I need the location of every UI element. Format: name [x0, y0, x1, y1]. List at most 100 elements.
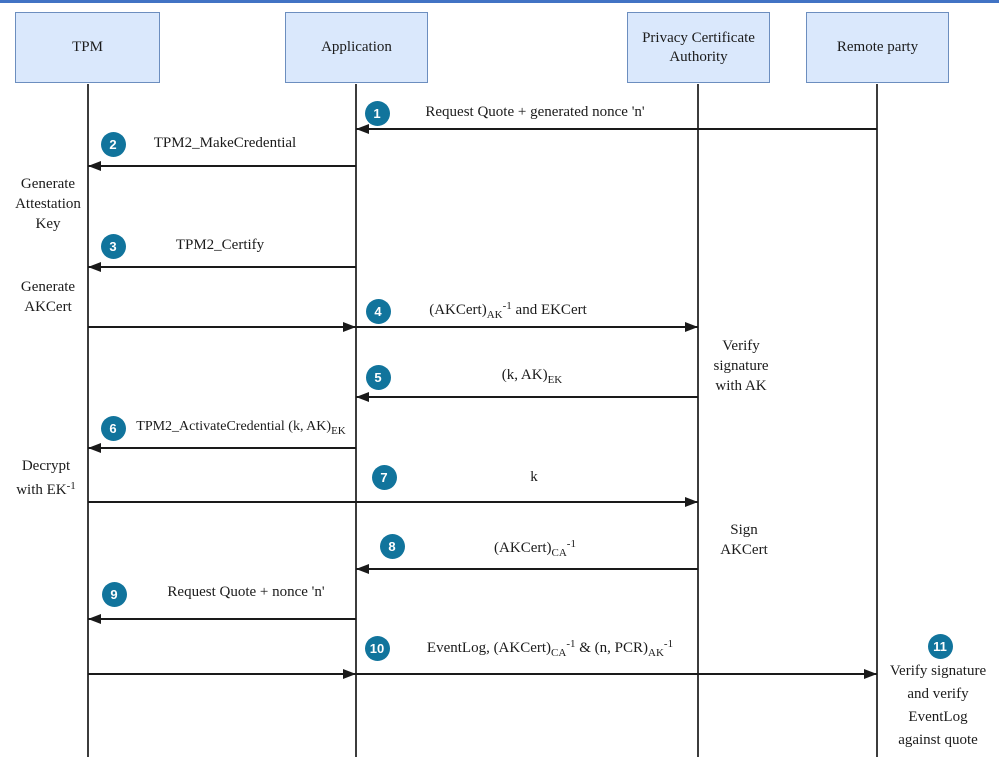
message-8-arrowhead-icon	[356, 564, 369, 574]
subscript: CA	[551, 547, 567, 559]
message-4-line	[356, 326, 698, 328]
message-segment-tpm-to-application-y674-arrowhead-icon	[343, 669, 356, 679]
text-run: with AK	[715, 378, 767, 394]
subscript: AK	[486, 309, 503, 321]
lifeline-remote	[876, 84, 878, 757]
text-run: AKCert	[720, 542, 768, 558]
message-8-line	[356, 568, 698, 570]
lifeline-application	[355, 84, 357, 757]
note-line: Verify signature	[890, 660, 986, 683]
text-run: (k, AK)	[501, 367, 548, 383]
text-run: Key	[35, 216, 61, 232]
step-badge-10: 10	[364, 635, 390, 661]
step-badge-6: 6	[100, 415, 126, 441]
subscript: AK	[648, 647, 664, 659]
text-run: Decrypt	[21, 458, 71, 474]
step-badge-3: 3	[100, 233, 126, 259]
text-run: Generate	[20, 176, 76, 192]
subscript: CA	[551, 647, 567, 659]
message-2-label: TPM2_MakeCredential	[154, 133, 296, 154]
message-7-label: k	[530, 467, 538, 488]
text-run: against quote	[898, 732, 978, 748]
text-run: TPM2_Certify	[175, 237, 265, 253]
step-badge-4: 4	[365, 298, 391, 324]
actor-label-remote: Remote party	[836, 39, 919, 56]
message-1-arrowhead-icon	[356, 124, 369, 134]
text-run: EventLog	[908, 709, 968, 725]
text-run: with EK	[16, 482, 67, 498]
text-run: Sign	[730, 522, 758, 538]
superscript: -1	[502, 300, 512, 312]
step-badge-11: 11	[927, 633, 953, 659]
step-badge-8: 8	[379, 533, 405, 559]
note-line: and verify	[890, 683, 986, 706]
message-segment-tpm-to-application-y674-line	[88, 673, 356, 675]
lifeline-tpm	[87, 84, 89, 757]
note-line: with EK-1	[16, 476, 76, 500]
message-4-label: (AKCert)AK-1 and EKCert	[429, 296, 587, 326]
subscript: EK	[331, 425, 346, 437]
step-badge-7: 7	[371, 464, 397, 490]
note-line: Generate	[21, 277, 75, 297]
message-10-line	[356, 673, 877, 675]
message-6-label: TPM2_ActivateCredential (k, AK)EK	[136, 416, 345, 442]
note-line: EventLog	[890, 706, 986, 729]
message-10-arrowhead-icon	[864, 669, 877, 679]
text-run: & (n, PCR)	[575, 640, 649, 656]
text-run: Attestation	[15, 196, 81, 212]
text-run: (AKCert)	[429, 302, 487, 318]
note-line: with AK	[714, 376, 769, 396]
message-3-line	[88, 266, 356, 268]
actor-application: Application	[285, 12, 428, 83]
superscript: -1	[566, 638, 576, 650]
message-7-arrowhead-icon	[685, 497, 698, 507]
text-run: TPM2_MakeCredential	[153, 135, 297, 151]
actor-label-pca: Privacy Certificate Authority	[642, 29, 755, 65]
message-4-arrowhead-icon	[685, 322, 698, 332]
note-line: Generate	[15, 174, 81, 194]
note-line: Verify	[714, 336, 769, 356]
note-line: signature	[714, 356, 769, 376]
top-border-line	[0, 0, 999, 3]
text-run: Generate	[20, 279, 76, 295]
message-3-label: TPM2_Certify	[176, 235, 264, 256]
message-2-line	[88, 165, 356, 167]
message-6-line	[88, 447, 356, 449]
message-segment-tpm-to-application-y327-arrowhead-icon	[343, 322, 356, 332]
subscript: EK	[547, 374, 563, 386]
text-run: EventLog, (AKCert)	[426, 640, 552, 656]
text-run: k	[530, 469, 538, 485]
message-1-line	[356, 128, 877, 130]
note-line: Key	[15, 214, 81, 234]
actor-label-tpm: TPM	[72, 39, 103, 56]
message-5-line	[356, 396, 698, 398]
text-run: Request Quote + nonce 'n'	[167, 584, 325, 600]
message-segment-tpm-to-application-y327-line	[88, 326, 356, 328]
note-line: Attestation	[15, 194, 81, 214]
note-line: Sign	[720, 520, 768, 540]
message-8-label: (AKCert)CA-1	[494, 534, 576, 564]
superscript: -1	[66, 480, 76, 492]
text-run: and verify	[907, 686, 969, 702]
step-badge-2: 2	[100, 131, 126, 157]
text-run: Request Quote + generated nonce 'n'	[425, 104, 645, 120]
superscript: -1	[663, 638, 674, 650]
superscript: -1	[566, 538, 576, 550]
message-7-line	[88, 501, 698, 503]
actor-pca: Privacy Certificate Authority	[627, 12, 770, 83]
note-decrypt-with-ek: Decrypt with EK-1	[16, 456, 76, 500]
message-2-arrowhead-icon	[88, 161, 101, 171]
text-run: AKCert	[24, 299, 72, 315]
step-badge-1: 1	[364, 100, 390, 126]
text-run: and EKCert	[511, 302, 587, 318]
message-5-label: (k, AK)EK	[502, 365, 563, 391]
note-line: AKCert	[21, 297, 75, 317]
note-line: against quote	[890, 729, 986, 752]
step-badge-5: 5	[365, 364, 391, 390]
message-9-label: Request Quote + nonce 'n'	[167, 582, 324, 603]
